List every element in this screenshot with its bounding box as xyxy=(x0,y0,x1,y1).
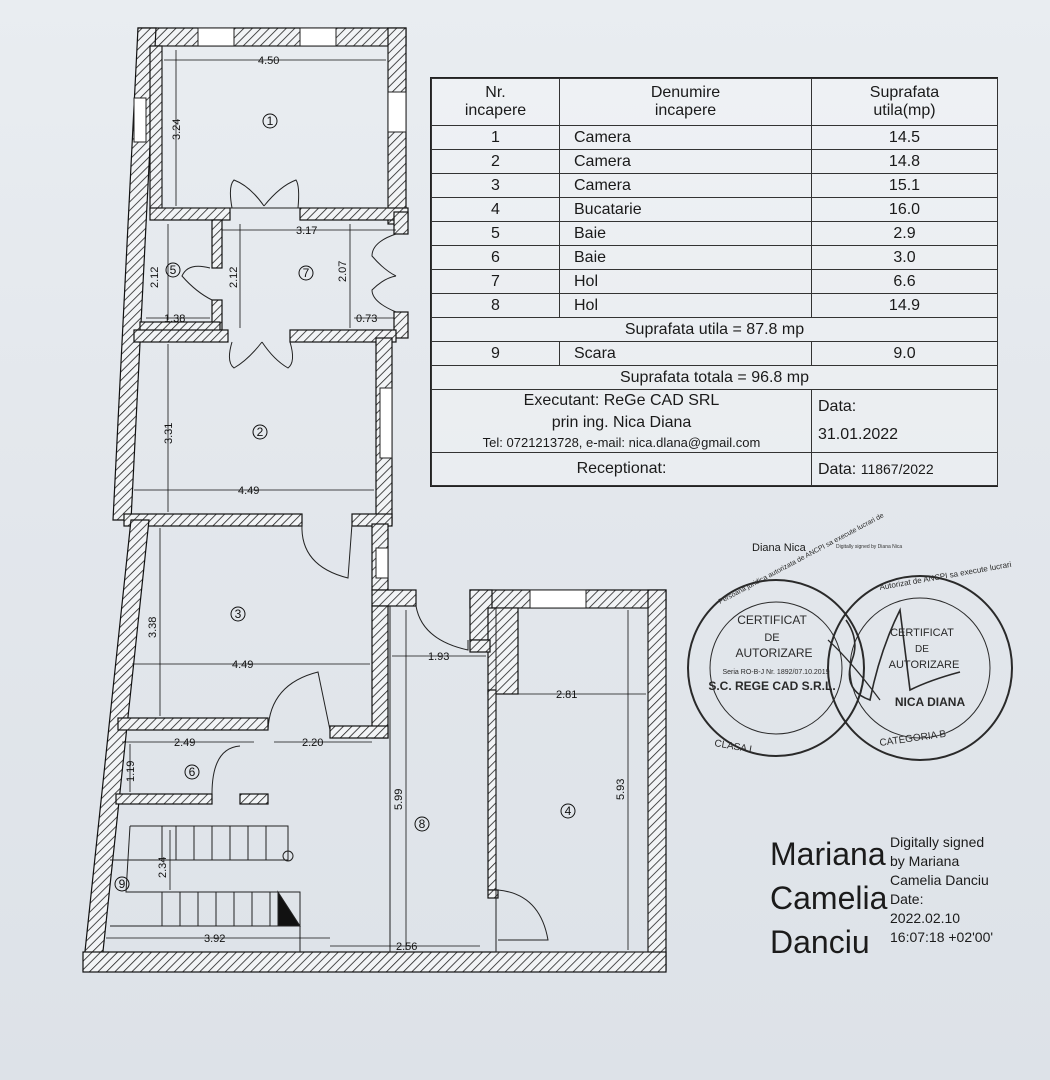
stamp2-title: CERTIFICAT xyxy=(890,627,954,639)
dim-2-12-left: 2.12 xyxy=(149,267,161,288)
room-label-9: 9 xyxy=(119,877,126,891)
dim-2-20: 2.20 xyxy=(302,737,323,749)
dimension-lines xyxy=(106,50,646,950)
dim-2-12-right: 2.12 xyxy=(228,267,240,288)
received-date-cell: Data: 11867/2022 xyxy=(811,452,998,486)
room-label-6: 6 xyxy=(189,765,196,779)
stairs xyxy=(110,825,301,952)
dimension-labels: 4.50 3.24 3.17 2.12 2.12 2.07 1.38 0.73 … xyxy=(125,55,627,953)
room-label-7: 7 xyxy=(303,266,310,280)
executant-row: Executant: ReGe CAD SRL prin ing. Nica D… xyxy=(431,389,998,453)
dim-1-93: 1.93 xyxy=(428,651,449,663)
stamp1-bottom: CLASA I xyxy=(713,738,752,755)
executant-cell: Executant: ReGe CAD SRL prin ing. Nica D… xyxy=(431,389,812,453)
stamp1-de: DE xyxy=(764,632,779,644)
header-denumire: Denumire incapere xyxy=(559,78,812,126)
stamp2-de: DE xyxy=(915,644,929,655)
dim-2-56: 2.56 xyxy=(396,941,417,953)
dim-2-07: 2.07 xyxy=(337,261,349,282)
room-label-3: 3 xyxy=(235,607,242,621)
digital-signature-small: Digitally signed by Diana Nica xyxy=(836,544,903,550)
stamp1-autorizare: AUTORIZARE xyxy=(735,646,812,660)
stamp2-bottom: CATEGORIA B xyxy=(879,729,947,749)
dim-2-34: 2.34 xyxy=(157,857,169,878)
stamp2-autorizare: AUTORIZARE xyxy=(889,659,960,671)
dim-3-17: 3.17 xyxy=(296,225,317,237)
signature-name: Mariana Camelia Danciu xyxy=(770,836,888,960)
room-label-1: 1 xyxy=(267,114,274,128)
total-row: Suprafata totala = 96.8 mp xyxy=(431,365,998,390)
header-nr: Nr. incapere xyxy=(431,78,560,126)
dim-5-93: 5.93 xyxy=(615,779,627,800)
table-header: Nr. incapere Denumire incapere Suprafata… xyxy=(431,78,998,126)
stamp1-company: S.C. REGE CAD S.R.L. xyxy=(708,679,835,693)
dim-3-24: 3.24 xyxy=(171,119,183,140)
executant-contact: Tel: 0721213728, e-mail: nica.dlana@gmai… xyxy=(482,435,761,450)
date-label: Data: xyxy=(818,398,857,415)
executant-company: Executant: ReGe CAD SRL xyxy=(523,392,720,409)
dim-3-38: 3.38 xyxy=(147,617,159,638)
dim-4-49-upper: 4.49 xyxy=(238,485,259,497)
dim-5-99: 5.99 xyxy=(393,789,405,810)
room-label-2: 2 xyxy=(257,425,264,439)
received-label: Receptionat: xyxy=(431,452,812,486)
stamp1-serie: Seria RO-B-J Nr. 1892/07.10.2019 xyxy=(722,669,829,676)
room-label-4: 4 xyxy=(565,804,572,818)
dim-1-38: 1.38 xyxy=(164,313,185,325)
room-legend-table: Nr. incapere Denumire incapere Suprafata… xyxy=(430,77,998,487)
dim-0-73: 0.73 xyxy=(356,313,377,325)
dim-2-81: 2.81 xyxy=(556,689,577,701)
subtotal-row: Suprafata utila = 87.8 mp xyxy=(431,317,998,342)
signer-name: Diana Nica xyxy=(752,542,806,554)
stamp-nica-diana: CERTIFICAT DE AUTORIZARE NICA DIANA Auto… xyxy=(827,560,1013,761)
dim-4-49-lower: 4.49 xyxy=(232,659,253,671)
signature-info: Digitally signed by Mariana Camelia Danc… xyxy=(890,834,994,945)
stamp2-ring-text: Autorizat de ANCPI sa execute lucrari xyxy=(879,560,1013,592)
dim-3-92: 3.92 xyxy=(204,933,225,945)
received-row: Receptionat: Data: 11867/2022 xyxy=(431,452,998,486)
stamp2-name: NICA DIANA xyxy=(895,695,966,709)
room-label-8: 8 xyxy=(419,817,426,831)
received-number: 11867/2022 xyxy=(860,460,934,477)
dim-1-19: 1.19 xyxy=(125,761,137,782)
dim-4-50: 4.50 xyxy=(258,55,279,67)
room-label-5: 5 xyxy=(170,263,177,277)
stamp1-ring-text: Persoana juridica autorizata de ANCPI sa… xyxy=(718,512,886,606)
date-value: 31.01.2022 xyxy=(818,426,899,443)
stamp1-title: CERTIFICAT xyxy=(737,613,807,627)
dim-2-49: 2.49 xyxy=(174,737,195,749)
executant-engineer: prin ing. Nica Diana xyxy=(551,414,692,431)
header-suprafata: Suprafata utila(mp) xyxy=(811,78,998,126)
windows xyxy=(133,27,587,609)
date-cell: Data: 31.01.2022 xyxy=(811,389,998,453)
doors xyxy=(181,179,549,941)
dim-3-31: 3.31 xyxy=(163,423,175,444)
room-numbers: 1 2 3 4 5 6 7 8 9 xyxy=(114,113,576,892)
received-date-label: Data: xyxy=(818,460,857,478)
